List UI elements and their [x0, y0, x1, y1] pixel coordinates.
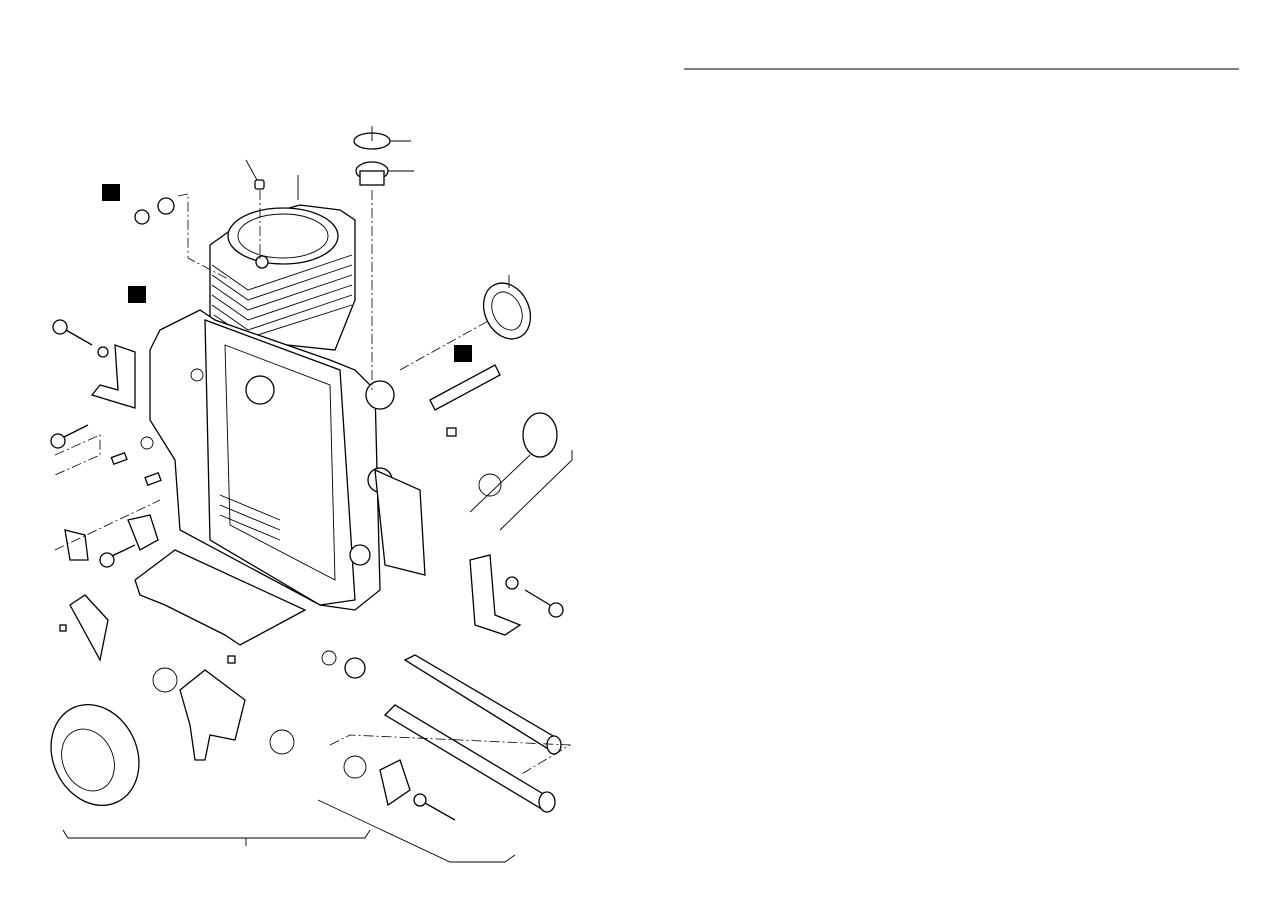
bracket — [469, 554, 522, 636]
screw — [227, 655, 236, 664]
bolt — [50, 424, 89, 449]
o-ring — [321, 650, 337, 666]
bolt — [52, 319, 93, 346]
clamp — [379, 759, 411, 807]
oil-seal — [482, 275, 532, 340]
filler-cap — [353, 126, 411, 150]
pin — [144, 472, 162, 486]
washer — [505, 576, 519, 590]
pin — [110, 451, 128, 465]
callout-marker — [128, 286, 146, 303]
washer — [157, 197, 175, 215]
sensor-bracket — [69, 594, 109, 662]
callout-marker — [102, 184, 120, 201]
cylinder — [209, 204, 356, 351]
bearing — [50, 703, 140, 807]
callout-marker — [454, 345, 472, 362]
nut — [134, 209, 150, 225]
dowel-pin — [254, 179, 265, 190]
o-ring — [343, 755, 367, 779]
dipstick — [469, 412, 573, 531]
bolt — [524, 589, 564, 618]
bolt — [99, 544, 136, 568]
elbow-adapter — [179, 669, 246, 761]
o-ring — [190, 368, 204, 382]
base-plate — [134, 549, 307, 646]
circlip — [269, 729, 295, 755]
threaded-plug — [355, 161, 414, 186]
bolt — [413, 793, 456, 821]
pin — [446, 427, 457, 437]
crankcase — [149, 309, 426, 611]
group-bracket — [317, 799, 516, 863]
shaft — [429, 364, 501, 411]
washer — [97, 346, 109, 358]
clamp — [127, 514, 159, 551]
circlip — [152, 667, 178, 693]
bracket — [90, 344, 136, 409]
clamp — [64, 529, 89, 561]
screw — [59, 624, 67, 632]
drain-plug — [344, 657, 366, 679]
o-ring — [140, 436, 154, 450]
group-bracket — [62, 829, 371, 839]
